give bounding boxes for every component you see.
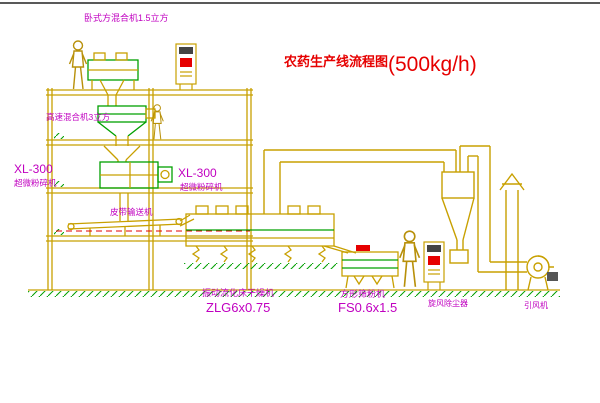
label-belt-conveyor: 皮带输送机 [110, 207, 153, 217]
feed-hopper [103, 145, 141, 162]
label-dryer-name: 振动流化床干燥机 [202, 287, 274, 298]
label-fan: 引风机 [524, 300, 548, 310]
cyclone-separator [441, 145, 527, 273]
label-mill-left-name: 超微粉碎机 [14, 178, 57, 188]
control-cabinet-2 [423, 241, 445, 290]
operator-figure-3 [398, 230, 421, 288]
page-title: 农药生产线流程图 [283, 54, 388, 69]
floor-hatch-marks [54, 133, 64, 235]
exhaust-stack [499, 172, 525, 290]
label-high-speed-mixer: 高速混合机3立方 [46, 112, 110, 122]
operator-figure-1 [68, 40, 88, 90]
control-cabinet-1 [175, 43, 197, 90]
title-capacity: (500kg/h) [388, 53, 477, 76]
label-sieve-name: 方形筛粉机 [340, 288, 385, 299]
label-cyclone: 旋风除尘器 [428, 298, 468, 308]
pulverizer-mill [99, 161, 173, 221]
label-top-mixer: 卧式方混合机1.5立方 [84, 12, 169, 23]
ground [28, 289, 560, 297]
square-sieve [341, 245, 399, 289]
label-dryer-model: ZLG6x0.75 [206, 300, 270, 315]
main-duct [263, 149, 457, 214]
label-mill-left-model: XL-300 [14, 162, 53, 176]
rain-cap-icon [499, 172, 525, 191]
label-mill-mid-model: XL-300 [178, 166, 217, 180]
label-mill-mid-name: 超微粉碎机 [180, 182, 223, 192]
top-mixer [87, 52, 139, 106]
label-sieve-model: FS0.6x1.5 [338, 300, 397, 315]
high-speed-mixer [97, 105, 156, 146]
fluid-bed-dryer [179, 205, 357, 269]
belt-conveyor [67, 217, 183, 236]
induced-draft-fan [526, 255, 558, 291]
